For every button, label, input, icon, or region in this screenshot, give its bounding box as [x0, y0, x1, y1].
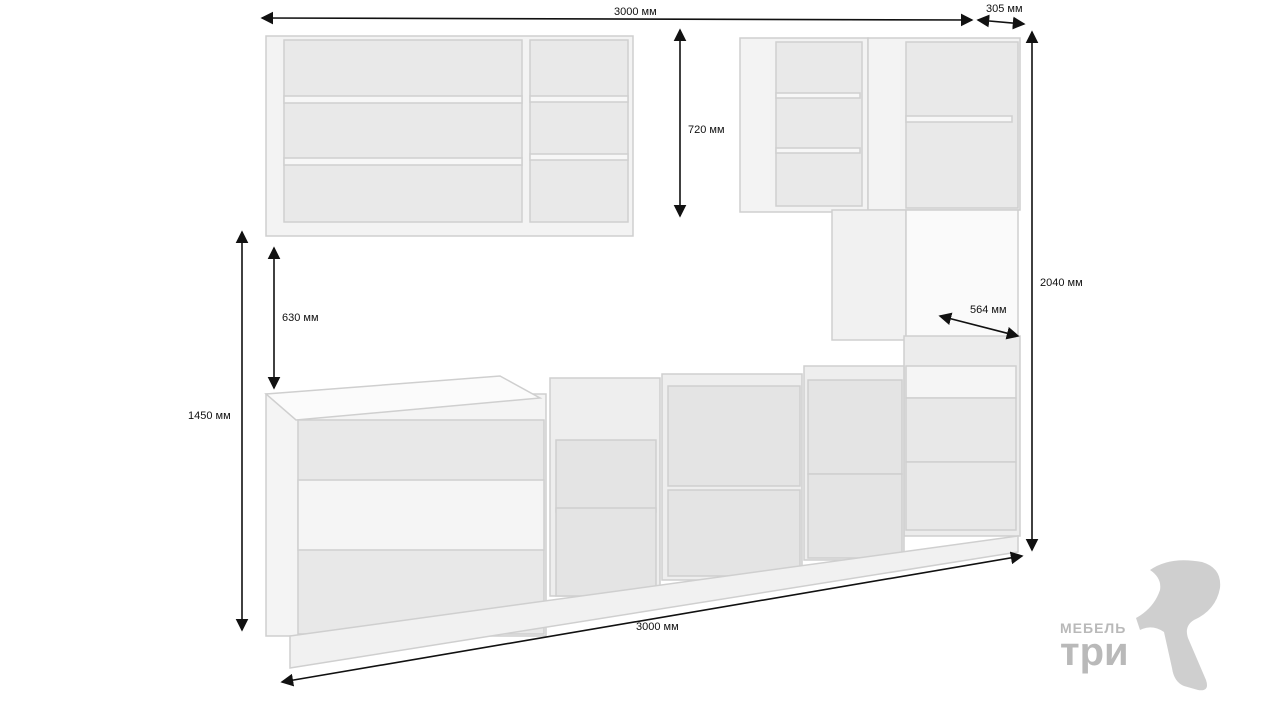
- dim-tall-height: 2040 мм: [1040, 277, 1083, 289]
- dim-upper-height: 720 мм: [688, 124, 725, 136]
- dim-top-width: 3000 мм: [614, 6, 657, 18]
- upper-left-cabinet: [265, 35, 634, 237]
- upper-right-cabinet: [739, 37, 869, 213]
- tall-cabinet: [831, 37, 1021, 537]
- brand-logo-figure: [1136, 560, 1221, 691]
- logo-line2: три: [1060, 630, 1129, 674]
- dim-bottom-width: 3000 мм: [636, 621, 679, 633]
- dim-depth-top: 305 мм: [986, 3, 1023, 15]
- dim-inner-depth: 564 мм: [970, 304, 1007, 316]
- dim-total-height-left: 1450 мм: [188, 410, 231, 422]
- dimension-lines: [235, 11, 1039, 687]
- logo-line1: МЕБЕЛЬ: [1060, 620, 1127, 636]
- dim-gap-height: 630 мм: [282, 312, 319, 324]
